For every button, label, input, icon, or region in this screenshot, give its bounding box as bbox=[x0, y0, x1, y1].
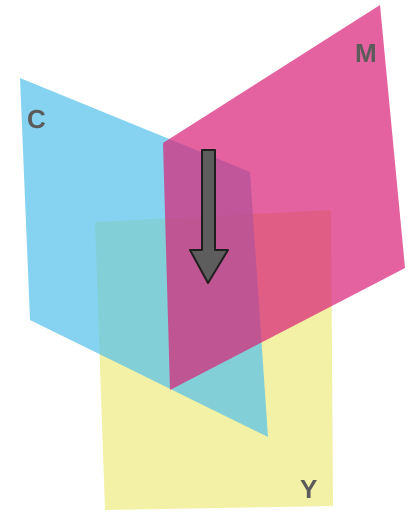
plane-label-c: C bbox=[27, 104, 46, 134]
plane-label-m: M bbox=[355, 38, 377, 68]
magenta-plane bbox=[163, 5, 405, 390]
plane-label-y: Y bbox=[300, 474, 317, 504]
down-arrow-icon bbox=[189, 149, 229, 284]
